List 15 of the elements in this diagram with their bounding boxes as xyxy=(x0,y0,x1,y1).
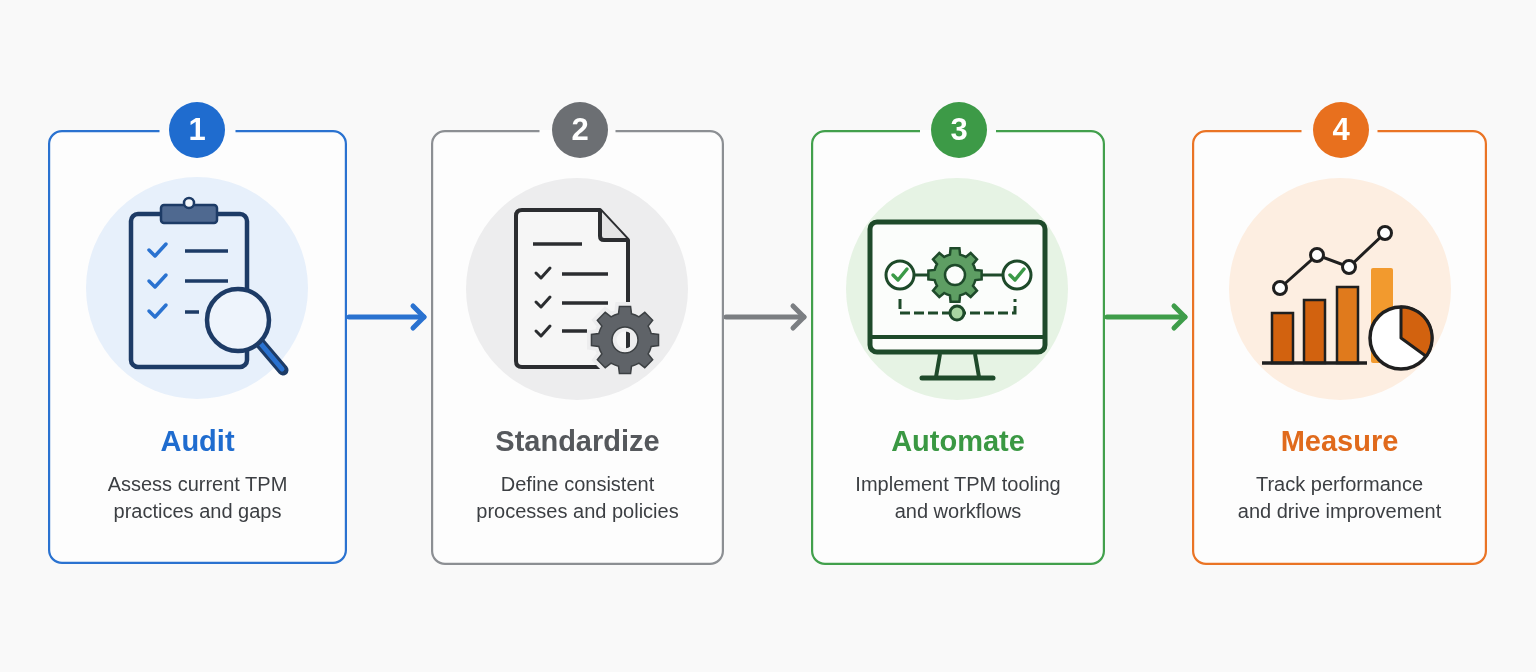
arrow xyxy=(723,303,807,331)
arrow xyxy=(1104,303,1188,331)
step-title: Standardize xyxy=(494,424,661,459)
step-title: Measure xyxy=(1279,424,1400,459)
step-description: Assess current TPM practices and gaps xyxy=(106,472,289,524)
step-description: Implement TPM tooling and workflows xyxy=(854,472,1062,524)
step-title: Automate xyxy=(890,424,1026,459)
step-number-badge: 4 xyxy=(1313,102,1369,158)
arrow xyxy=(346,303,427,331)
step-description: Define consistent processes and policies xyxy=(475,472,680,524)
step-number-badge: 3 xyxy=(931,102,987,158)
step-title: Audit xyxy=(159,424,236,459)
step-number-badge: 1 xyxy=(169,102,225,158)
step-number-badge: 2 xyxy=(552,102,608,158)
step-description: Track performance and drive improvement xyxy=(1237,472,1442,524)
